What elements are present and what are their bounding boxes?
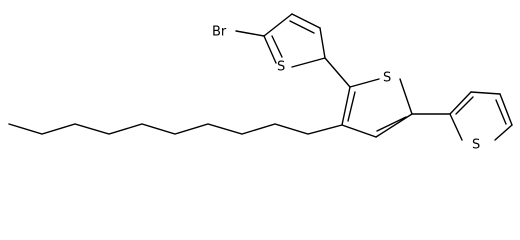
decyl-chain <box>8 123 343 135</box>
atom-label-sulfur: S <box>277 60 285 75</box>
atom-label-bromine: Br <box>212 25 227 40</box>
bond <box>499 93 513 126</box>
atom-label-sulfur: S <box>472 138 480 153</box>
bond <box>349 78 380 88</box>
bromothiophene-ring <box>263 13 326 68</box>
bond <box>291 13 321 29</box>
bond <box>271 35 283 58</box>
bond <box>375 113 413 138</box>
bond-biaryl <box>324 57 351 88</box>
molecule-drawing: Br S S S <box>8 13 513 153</box>
bond <box>289 20 315 34</box>
bond <box>455 96 474 115</box>
bond-bromine <box>235 30 265 37</box>
bond <box>449 113 463 141</box>
bond <box>399 78 413 115</box>
bond <box>449 91 472 115</box>
molecule-svg: Br S S S <box>8 13 513 153</box>
bond <box>495 99 507 125</box>
bond <box>376 116 407 132</box>
central-thiophene-ring <box>341 78 413 138</box>
bond <box>341 124 377 138</box>
bond <box>319 27 326 59</box>
bond <box>347 91 356 122</box>
bond <box>263 35 277 64</box>
right-thiophene-ring <box>449 91 513 141</box>
bond <box>263 13 293 37</box>
bond <box>470 91 501 95</box>
bond <box>494 124 513 141</box>
bond <box>291 57 326 68</box>
atom-label-sulfur: S <box>383 71 391 86</box>
bond <box>341 86 351 126</box>
